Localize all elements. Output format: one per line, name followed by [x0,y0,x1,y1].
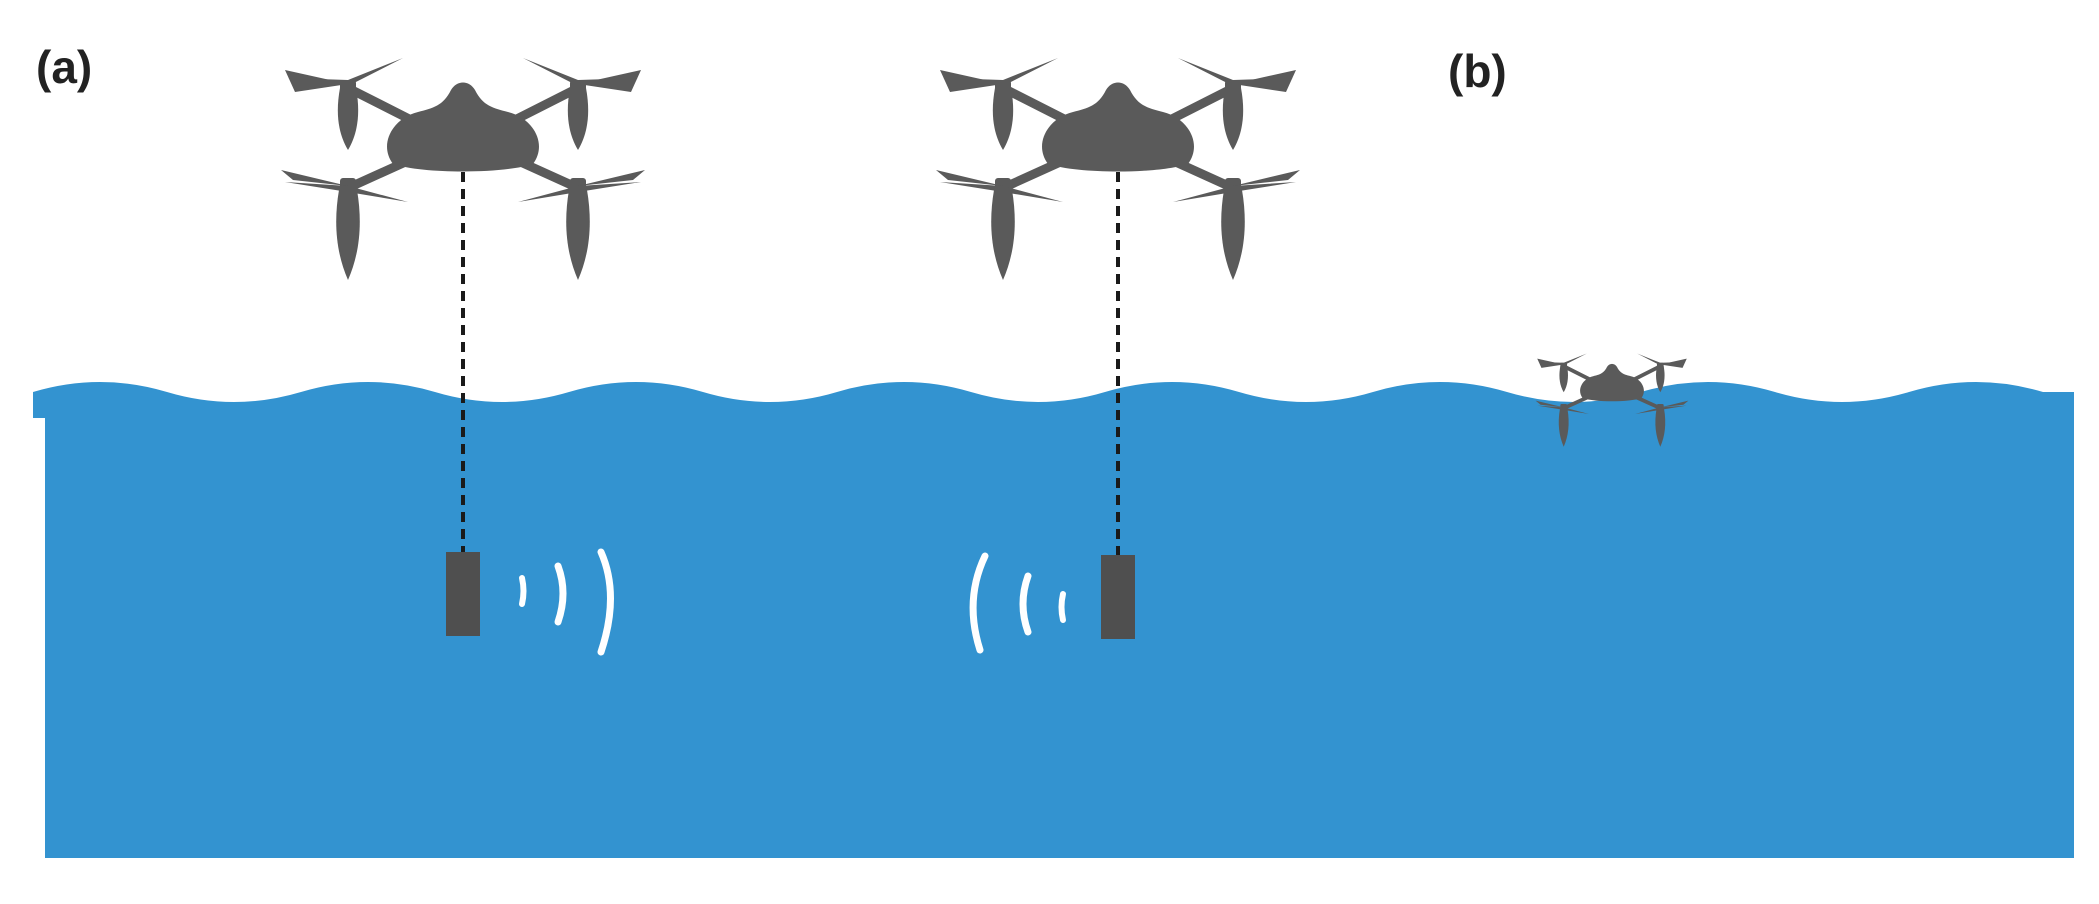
panel-label-a: (a) [36,41,93,93]
sensor-probe [446,552,480,636]
sensor-probe [1101,555,1135,639]
panel-label-b: (b) [1448,45,1507,97]
water-body [33,382,2074,858]
signal-waves-icon [519,548,614,656]
signal-waves-icon [969,552,1066,654]
